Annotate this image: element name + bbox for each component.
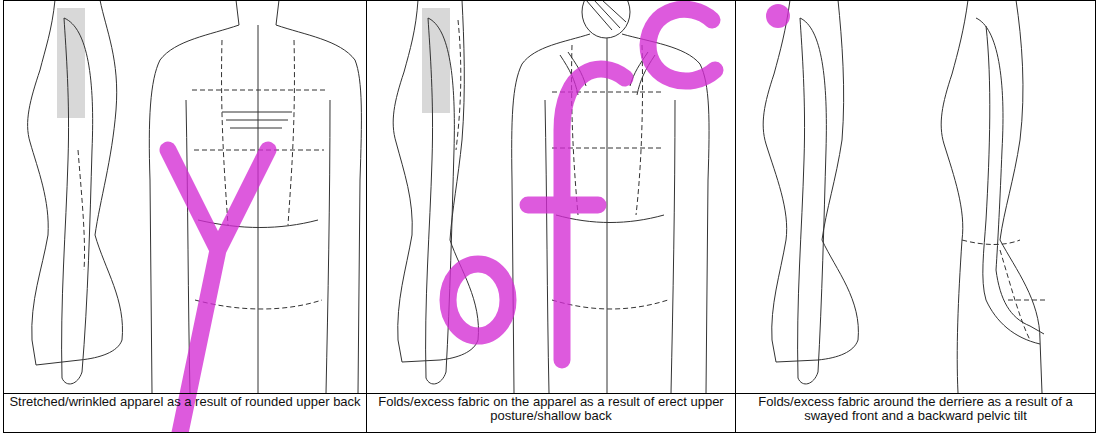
table-cell: Stretched/wrinkled apparel as a result o…: [4, 394, 366, 409]
waist-line: [962, 240, 1020, 245]
side-view-figure: [763, 0, 858, 384]
watermark-stroke: [528, 69, 625, 360]
column-rule: [735, 0, 736, 433]
hair-hatching: [586, 0, 626, 30]
body-outline: [393, 0, 418, 362]
body-outline: [763, 0, 790, 362]
seam-line: [222, 40, 295, 225]
neck-outline: [236, 0, 279, 25]
body-outline: [28, 0, 55, 365]
arm-outline: [62, 18, 93, 384]
bent-arm-outline: [976, 18, 1044, 344]
arm-outline: [798, 18, 827, 384]
watermark-stroke: [168, 150, 268, 433]
table-border: [4, 1, 1096, 433]
back-view-figure: [512, 0, 709, 393]
table-grid: [3, 0, 1096, 433]
fold-line: [1000, 250, 1048, 340]
center-back-line: [607, 38, 608, 393]
seam-line: [456, 20, 461, 150]
table-cell: Folds/excess fabric around the derriere …: [736, 394, 1095, 422]
watermark-stroke: [448, 264, 508, 336]
watermark-dot: [766, 4, 790, 28]
column-rule: [366, 0, 367, 433]
dress-outline: [941, 0, 968, 393]
row-rule: [3, 393, 1096, 394]
seam-line: [78, 150, 85, 270]
shading: [57, 8, 85, 118]
back-view-figure: [149, 0, 361, 393]
side-view-figure: [941, 0, 1048, 393]
dress-outline: [1000, 0, 1042, 393]
body-outline: [36, 0, 123, 365]
guide-line: [192, 90, 326, 150]
watermark-stroke: [648, 9, 715, 81]
side-view-figure: [28, 0, 123, 384]
watermark: [168, 4, 790, 433]
center-back-line: [258, 25, 259, 393]
body-outline: [776, 0, 858, 362]
waist-line: [556, 215, 664, 223]
wrinkle-line: [222, 112, 292, 128]
table-cell: Folds/excess fabric on the apparel as a …: [367, 394, 735, 422]
head-outline: [582, 0, 630, 38]
